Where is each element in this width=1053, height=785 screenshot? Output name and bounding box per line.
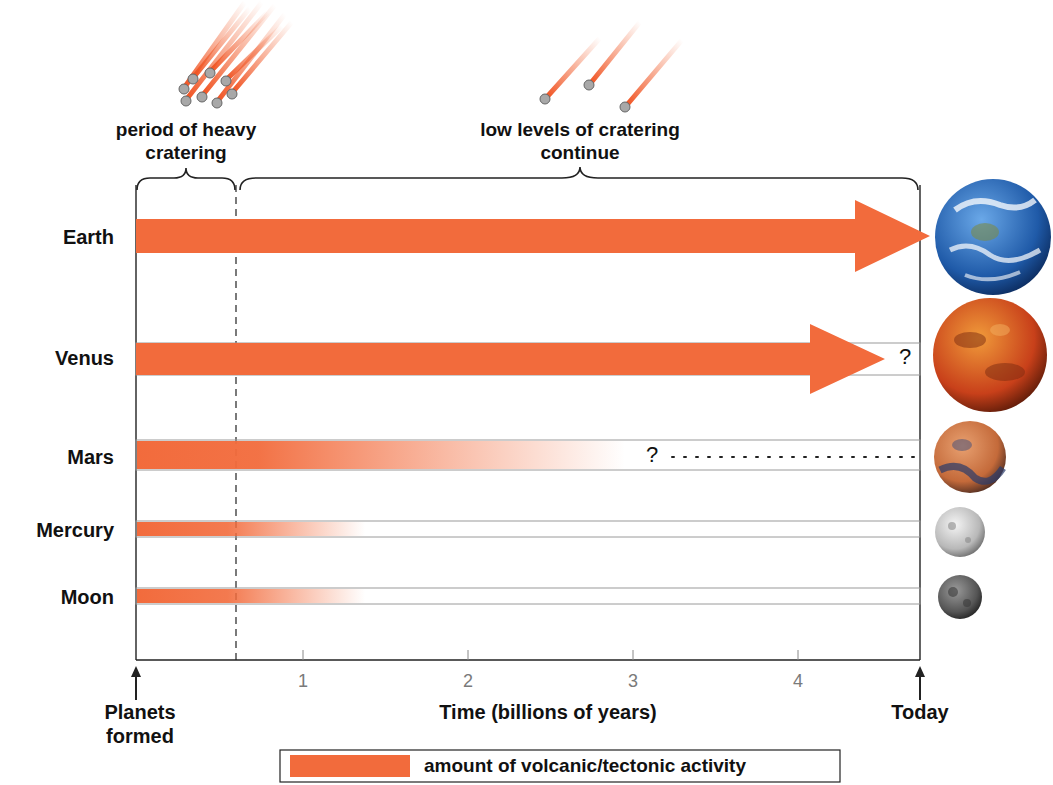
activity-arrow: [136, 200, 930, 272]
legend-frame: [280, 750, 840, 782]
planet-name: Venus: [55, 346, 114, 370]
planet-earth: [935, 179, 1051, 295]
dotted-line: [672, 456, 916, 458]
uncertainty-mark: ?: [646, 442, 658, 468]
activity-bar: [137, 441, 637, 469]
tick-label: 1: [298, 671, 308, 693]
chart-frame: [136, 185, 920, 660]
legend-swatch: [290, 755, 410, 777]
brace: [240, 167, 918, 190]
uncertainty-mark: ?: [899, 344, 911, 370]
planet-name: Moon: [61, 585, 114, 609]
activity-bar: [137, 522, 377, 536]
activity-bar: [137, 589, 377, 603]
planet-name: Mercury: [36, 518, 114, 542]
brace-label: period of heavy cratering: [101, 119, 271, 165]
row-outline: [136, 343, 920, 604]
tick-label: 4: [793, 671, 803, 693]
meteor-cluster: [179, 2, 292, 108]
activity-arrow: [136, 324, 885, 394]
legend-text: amount of volcanic/tectonic activity: [424, 755, 746, 778]
meteor-sparse: [540, 22, 682, 112]
axis-title: Time (billions of years): [439, 700, 656, 724]
tick-label: 3: [628, 671, 638, 693]
planet-name: Mars: [67, 445, 114, 469]
axis-ticks: [303, 650, 798, 660]
brace-label: low levels of cratering continue: [480, 119, 680, 165]
planet-venus: [933, 298, 1047, 412]
planet-mercury: [935, 507, 985, 557]
brace: [137, 168, 235, 190]
planet-moon: [938, 575, 982, 619]
dashed-divider: [235, 185, 236, 660]
axis-note: Today: [891, 700, 948, 724]
axis-note: Planets formed: [90, 700, 190, 748]
tick-label: 2: [463, 671, 473, 693]
planet-mars: [934, 421, 1006, 493]
up-arrow: [131, 666, 925, 700]
planet-name: Earth: [63, 225, 114, 249]
